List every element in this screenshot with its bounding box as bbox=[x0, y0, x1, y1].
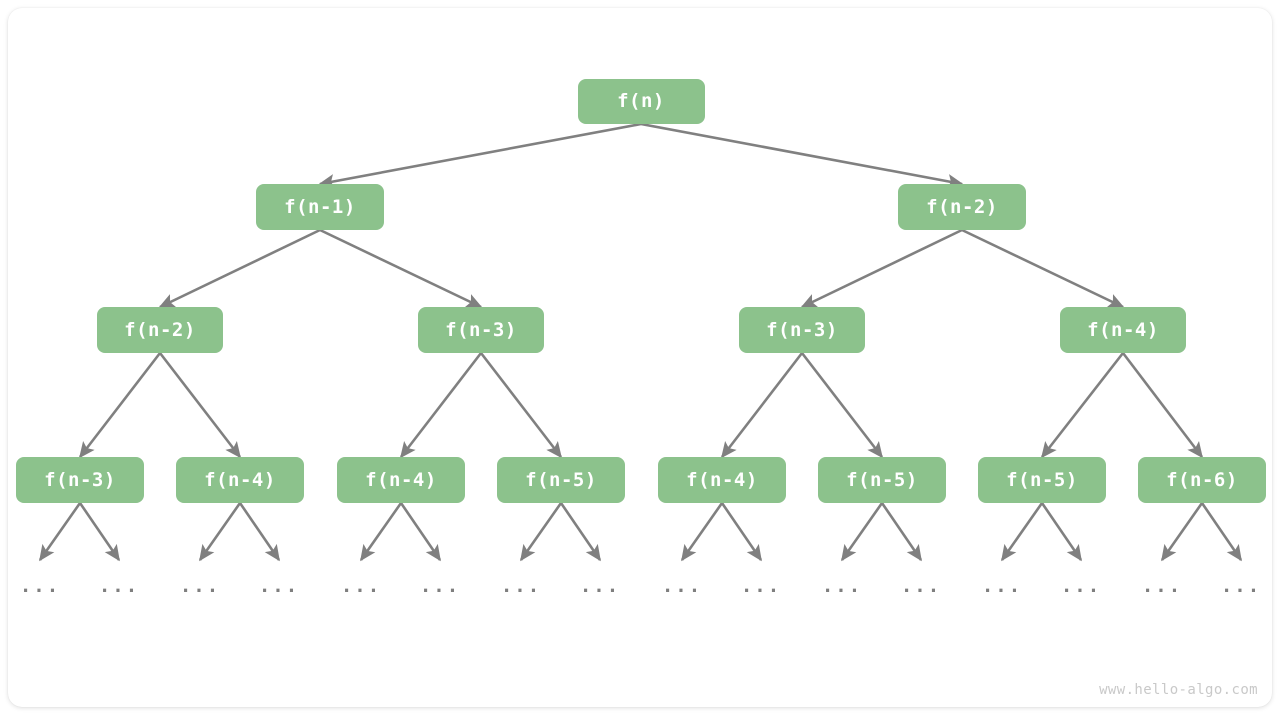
ellipsis-marker: ... bbox=[419, 575, 461, 597]
ellipsis-marker: ... bbox=[821, 575, 863, 597]
tree-node[interactable]: f(n-4) bbox=[1060, 307, 1186, 353]
watermark: www.hello-algo.com bbox=[1099, 682, 1258, 698]
tree-node[interactable]: f(n-3) bbox=[418, 307, 544, 353]
ellipsis-marker: ... bbox=[1220, 575, 1262, 597]
tree-node[interactable]: f(n-1) bbox=[256, 184, 384, 230]
tree-node[interactable]: f(n-5) bbox=[978, 457, 1106, 503]
tree-node[interactable]: f(n-4) bbox=[337, 457, 465, 503]
ellipsis-marker: ... bbox=[579, 575, 621, 597]
ellipsis-marker: ... bbox=[900, 575, 942, 597]
tree-node[interactable]: f(n-5) bbox=[497, 457, 625, 503]
ellipsis-marker: ... bbox=[500, 575, 542, 597]
tree-node[interactable]: f(n-2) bbox=[97, 307, 223, 353]
tree-node[interactable]: f(n) bbox=[577, 78, 705, 124]
ellipsis-marker: ... bbox=[258, 575, 300, 597]
ellipsis-marker: ... bbox=[740, 575, 782, 597]
tree-node[interactable]: f(n-4) bbox=[176, 457, 304, 503]
ellipsis-marker: ... bbox=[1060, 575, 1102, 597]
ellipsis-marker: ... bbox=[981, 575, 1023, 597]
tree-node[interactable]: f(n-6) bbox=[1138, 457, 1266, 503]
ellipsis-marker: ... bbox=[179, 575, 221, 597]
tree-node[interactable]: f(n-3) bbox=[16, 457, 144, 503]
ellipsis-marker: ... bbox=[340, 575, 382, 597]
ellipsis-marker: ... bbox=[98, 575, 140, 597]
ellipsis-marker: ... bbox=[1141, 575, 1183, 597]
tree-node[interactable]: f(n-3) bbox=[739, 307, 865, 353]
ellipsis-marker: ... bbox=[19, 575, 61, 597]
tree-node[interactable]: f(n-5) bbox=[818, 457, 946, 503]
tree-node[interactable]: f(n-4) bbox=[658, 457, 786, 503]
ellipsis-marker: ... bbox=[661, 575, 703, 597]
tree-node[interactable]: f(n-2) bbox=[898, 184, 1026, 230]
